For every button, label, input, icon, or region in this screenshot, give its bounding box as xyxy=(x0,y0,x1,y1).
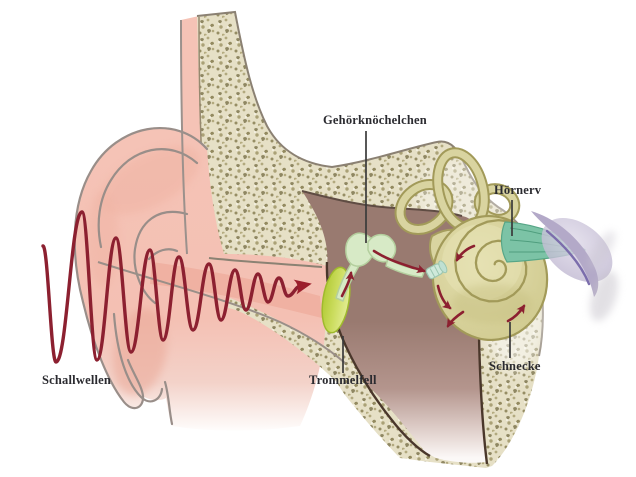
arrow-cochlea-top xyxy=(455,244,476,262)
lower-bone-band xyxy=(228,298,429,460)
arrow-eardrum xyxy=(340,271,355,298)
label-cochlea: Schnecke xyxy=(489,359,541,373)
canal-left-loop-fill xyxy=(396,181,452,233)
tragus-line xyxy=(163,380,174,426)
arrow-ossicles xyxy=(372,249,426,274)
stapes-ring-2 xyxy=(434,265,440,276)
nerve-shadow-2 xyxy=(588,230,616,270)
concha-line xyxy=(112,312,164,403)
canal-floor-line xyxy=(97,261,346,364)
leader-lines xyxy=(342,131,513,373)
vibration-arrows xyxy=(340,244,526,328)
cavity-right-wall xyxy=(477,335,489,465)
stapes-group xyxy=(425,260,448,280)
sound-wave xyxy=(41,210,312,364)
helix-outer-line xyxy=(73,127,209,410)
ear-canal-shade xyxy=(150,262,322,318)
label-ossicles: Gehörknöchelchen xyxy=(323,113,427,127)
arrow-cochlea-bottom xyxy=(446,310,465,328)
canal-roof-line xyxy=(208,257,323,268)
nerve-sheath-inner-line xyxy=(545,229,591,286)
incus-shape xyxy=(367,233,397,263)
skin-strip-edge xyxy=(180,19,188,255)
stapes-footplate xyxy=(438,260,448,274)
label-eardrum: Trommelfell xyxy=(309,373,377,387)
label-auditory-nerve: Hörnerv xyxy=(494,183,542,197)
helix-inner-line xyxy=(97,148,199,249)
cochlea-bottom-shade xyxy=(452,284,532,324)
stapes-ring-1 xyxy=(429,268,436,278)
arrow-cochlea-left xyxy=(436,284,452,310)
nerve-sheath-crescent xyxy=(531,211,599,297)
arrow-cochlea-right xyxy=(506,304,526,323)
helix-shade xyxy=(99,145,201,215)
cochlea-spiral xyxy=(454,218,528,303)
label-sound-waves: Schallwellen xyxy=(42,373,112,387)
nerve-shadow-1 xyxy=(590,270,618,322)
